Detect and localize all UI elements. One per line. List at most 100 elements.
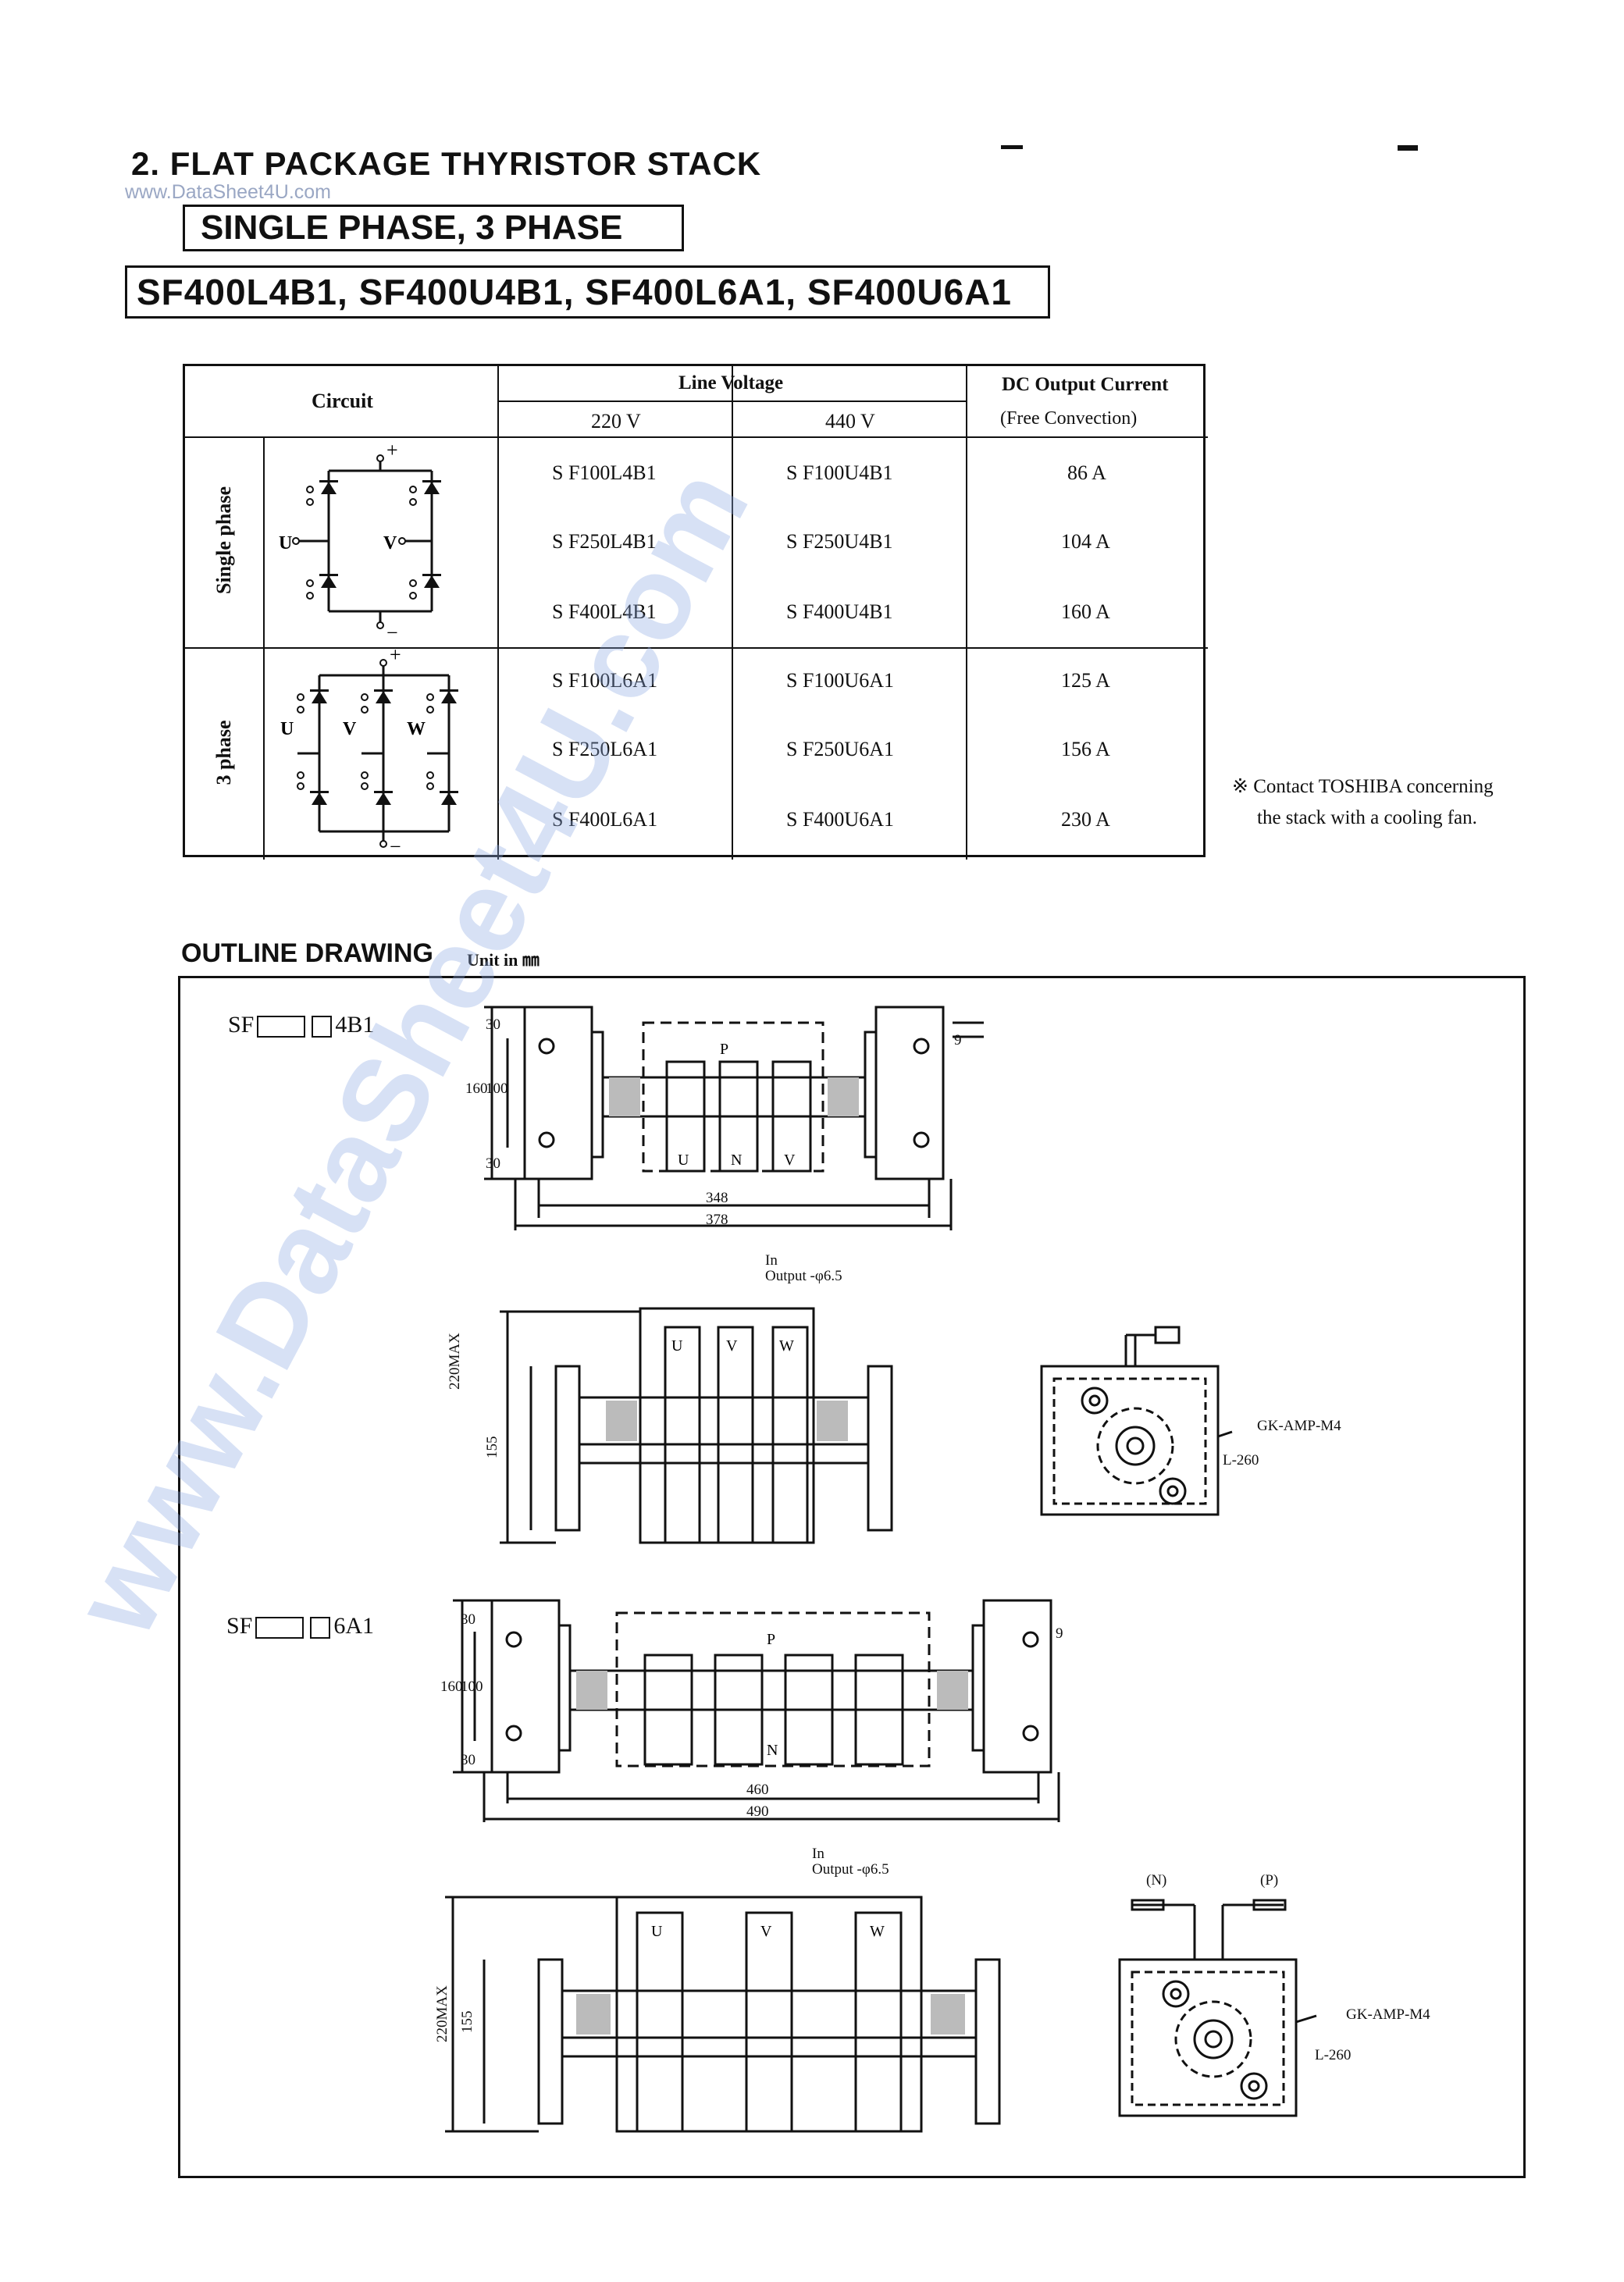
dim-220max-a: 220MAX	[447, 1333, 463, 1390]
single-row-2-440: S F250U4B1	[786, 530, 893, 553]
outline-drawing-title: OUTLINE DRAWING	[181, 938, 433, 968]
single-row-2-current: 104 A	[1061, 530, 1110, 553]
minus-terminal: −	[386, 621, 398, 644]
v-terminal-3ph: V	[343, 719, 357, 739]
dim-100-b: 100	[461, 1679, 483, 1695]
6a1-front-u: U	[651, 1923, 663, 1940]
dim-100: 100	[486, 1080, 508, 1097]
dim-9-top-b: 9	[1056, 1625, 1063, 1642]
dim-30-top-b: 30	[461, 1611, 475, 1628]
three-phase-label: 3 phase	[212, 720, 235, 785]
dim-460: 460	[746, 1782, 769, 1798]
cooling-fan-note: ※ Contact TOSHIBA concerning the stack w…	[1232, 771, 1494, 834]
in-label-b: In	[812, 1846, 824, 1862]
gk-amp-label-a: GK-AMP-M4	[1257, 1418, 1341, 1434]
single-row-3-220: S F400L4B1	[552, 600, 657, 623]
front-v-label: V	[726, 1337, 738, 1355]
dim-155-b: 155	[459, 2010, 475, 2034]
plus-terminal-3ph: +	[390, 649, 401, 666]
dim-30-bottom: 30	[486, 1155, 500, 1172]
watermark-text: www.DataSheet4U.com	[125, 181, 332, 203]
top-dash-1	[1001, 145, 1023, 149]
three-row-3-current: 230 A	[1061, 808, 1110, 831]
single-phase-label: Single phase	[212, 486, 235, 594]
6a1-front-v: V	[760, 1923, 772, 1940]
front-view-4b1-drawing: U V W	[500, 1307, 893, 1544]
front-w-label: W	[779, 1337, 794, 1355]
terminal-n-label: N	[731, 1152, 742, 1169]
three-phase-circuit-diagram: + − U V W	[280, 649, 458, 856]
dim-30-bottom-b: 30	[461, 1752, 475, 1768]
l260-label-b: L-260	[1315, 2047, 1352, 2063]
p-terminal-label: (P)	[1260, 1872, 1279, 1889]
outline-drawing-frame	[178, 976, 1526, 2178]
n-terminal-label: (N)	[1146, 1872, 1167, 1889]
output-label-a: Output -φ6.5	[765, 1268, 842, 1284]
three-row-1-220: S F100L6A1	[552, 669, 658, 692]
side-view-b-drawing	[1118, 1899, 1317, 2117]
model-label-6a1: SF 6A1	[226, 1613, 374, 1639]
dim-9-top: 9	[954, 1032, 962, 1048]
top-dash-2	[1398, 145, 1418, 151]
gk-amp-label-b: GK-AMP-M4	[1346, 2006, 1430, 2023]
three-row-2-220: S F250L6A1	[552, 738, 658, 760]
three-row-2-current: 156 A	[1061, 738, 1110, 760]
6a1-terminal-p: P	[767, 1631, 775, 1648]
dim-30-top: 30	[486, 1016, 500, 1033]
three-row-2-440: S F250U6A1	[786, 738, 894, 760]
three-row-3-220: S F400L6A1	[552, 808, 658, 831]
dim-155-a: 155	[484, 1436, 500, 1459]
output-label-b: Output -φ6.5	[812, 1861, 889, 1878]
section-title: 2. FLAT PACKAGE THYRISTOR STACK	[131, 145, 762, 182]
front-view-6a1-drawing: U V W	[445, 1896, 1001, 2133]
voltage-220: 220 V	[591, 410, 641, 433]
three-row-1-current: 125 A	[1061, 669, 1110, 692]
terminal-p-label: P	[720, 1041, 728, 1058]
v-terminal: V	[383, 533, 397, 554]
6a1-terminal-n: N	[767, 1742, 778, 1759]
line-voltage-header: Line Voltage	[678, 372, 784, 393]
6a1-front-w: W	[870, 1923, 885, 1940]
single-row-3-current: 160 A	[1061, 600, 1110, 623]
side-view-a-drawing	[1040, 1326, 1233, 1516]
dc-output-sub: (Free Convection)	[1000, 408, 1138, 429]
dim-378: 378	[706, 1212, 728, 1228]
three-row-3-440: S F400U6A1	[786, 808, 894, 831]
front-u-label: U	[671, 1337, 683, 1355]
single-row-1-current: 86 A	[1067, 461, 1106, 484]
outline-unit: Unit in ㎜	[467, 950, 540, 970]
three-row-1-440: S F100U6A1	[786, 669, 894, 692]
dim-220max-b: 220MAX	[434, 1985, 451, 2042]
model-label-6a1-suffix: 6A1	[333, 1613, 375, 1639]
u-terminal: U	[279, 533, 292, 554]
top-view-6a1-drawing: P N	[453, 1599, 1060, 1822]
note-line-2: the stack with a cooling fan.	[1257, 807, 1477, 828]
models-box: SF400L4B1, SF400U4B1, SF400L6A1, SF400U6…	[125, 265, 1050, 319]
dim-160-b: 160	[440, 1679, 463, 1695]
single-row-1-440: S F100U4B1	[786, 461, 893, 484]
dim-348: 348	[706, 1190, 728, 1206]
terminal-u-label: U	[678, 1152, 689, 1169]
phase-box: SINGLE PHASE, 3 PHASE	[183, 205, 684, 251]
u-terminal-3ph: U	[280, 719, 294, 739]
l260-label-a: L-260	[1223, 1452, 1259, 1469]
dim-490: 490	[746, 1803, 769, 1820]
minus-terminal-3ph: −	[390, 835, 401, 856]
dim-160: 160	[465, 1080, 488, 1097]
circuit-header: Circuit	[312, 390, 373, 412]
w-terminal-3ph: W	[407, 719, 426, 739]
single-row-1-220: S F100L4B1	[552, 461, 657, 484]
terminal-v-label: V	[784, 1152, 796, 1169]
spec-table: Circuit Line Voltage 220 V 440 V DC Outp…	[183, 364, 1208, 860]
single-row-2-220: S F250L4B1	[552, 530, 657, 553]
single-phase-circuit-diagram: + − U V	[279, 440, 441, 644]
model-label-4b1: SF 4B1	[228, 1012, 374, 1038]
note-line-1: ※ Contact TOSHIBA concerning	[1232, 776, 1494, 797]
voltage-440: 440 V	[825, 410, 875, 433]
plus-terminal: +	[386, 440, 398, 461]
model-label-4b1-prefix: SF	[228, 1012, 255, 1038]
model-label-4b1-suffix: 4B1	[335, 1012, 375, 1038]
model-label-6a1-prefix: SF	[226, 1613, 253, 1639]
top-view-4b1-drawing: P U N V	[484, 1006, 984, 1230]
single-row-3-440: S F400U4B1	[786, 600, 893, 623]
